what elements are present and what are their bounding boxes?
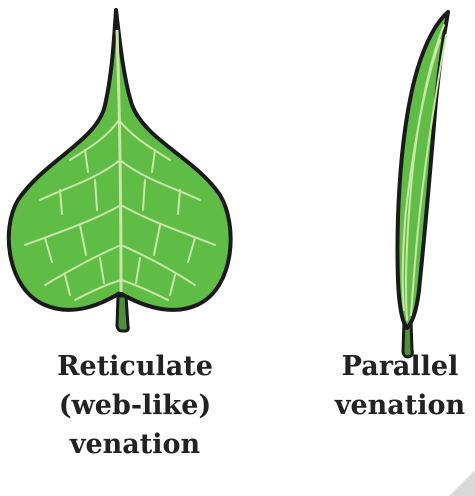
reticulate-leaf xyxy=(9,10,231,331)
page-corner-decoration xyxy=(449,470,475,496)
reticulate-leaf-stem xyxy=(117,296,128,331)
parallel-caption: Parallel venation xyxy=(315,347,475,425)
reticulate-caption-line-3: venation xyxy=(20,425,250,464)
reticulate-caption-line-1: Reticulate xyxy=(20,347,250,386)
parallel-caption-line-2: venation xyxy=(315,386,475,425)
parallel-caption-line-1: Parallel xyxy=(315,347,475,386)
parallel-leaf xyxy=(398,12,449,357)
reticulate-caption: Reticulate (web-like) venation xyxy=(20,347,250,464)
reticulate-caption-line-2: (web-like) xyxy=(20,386,250,425)
